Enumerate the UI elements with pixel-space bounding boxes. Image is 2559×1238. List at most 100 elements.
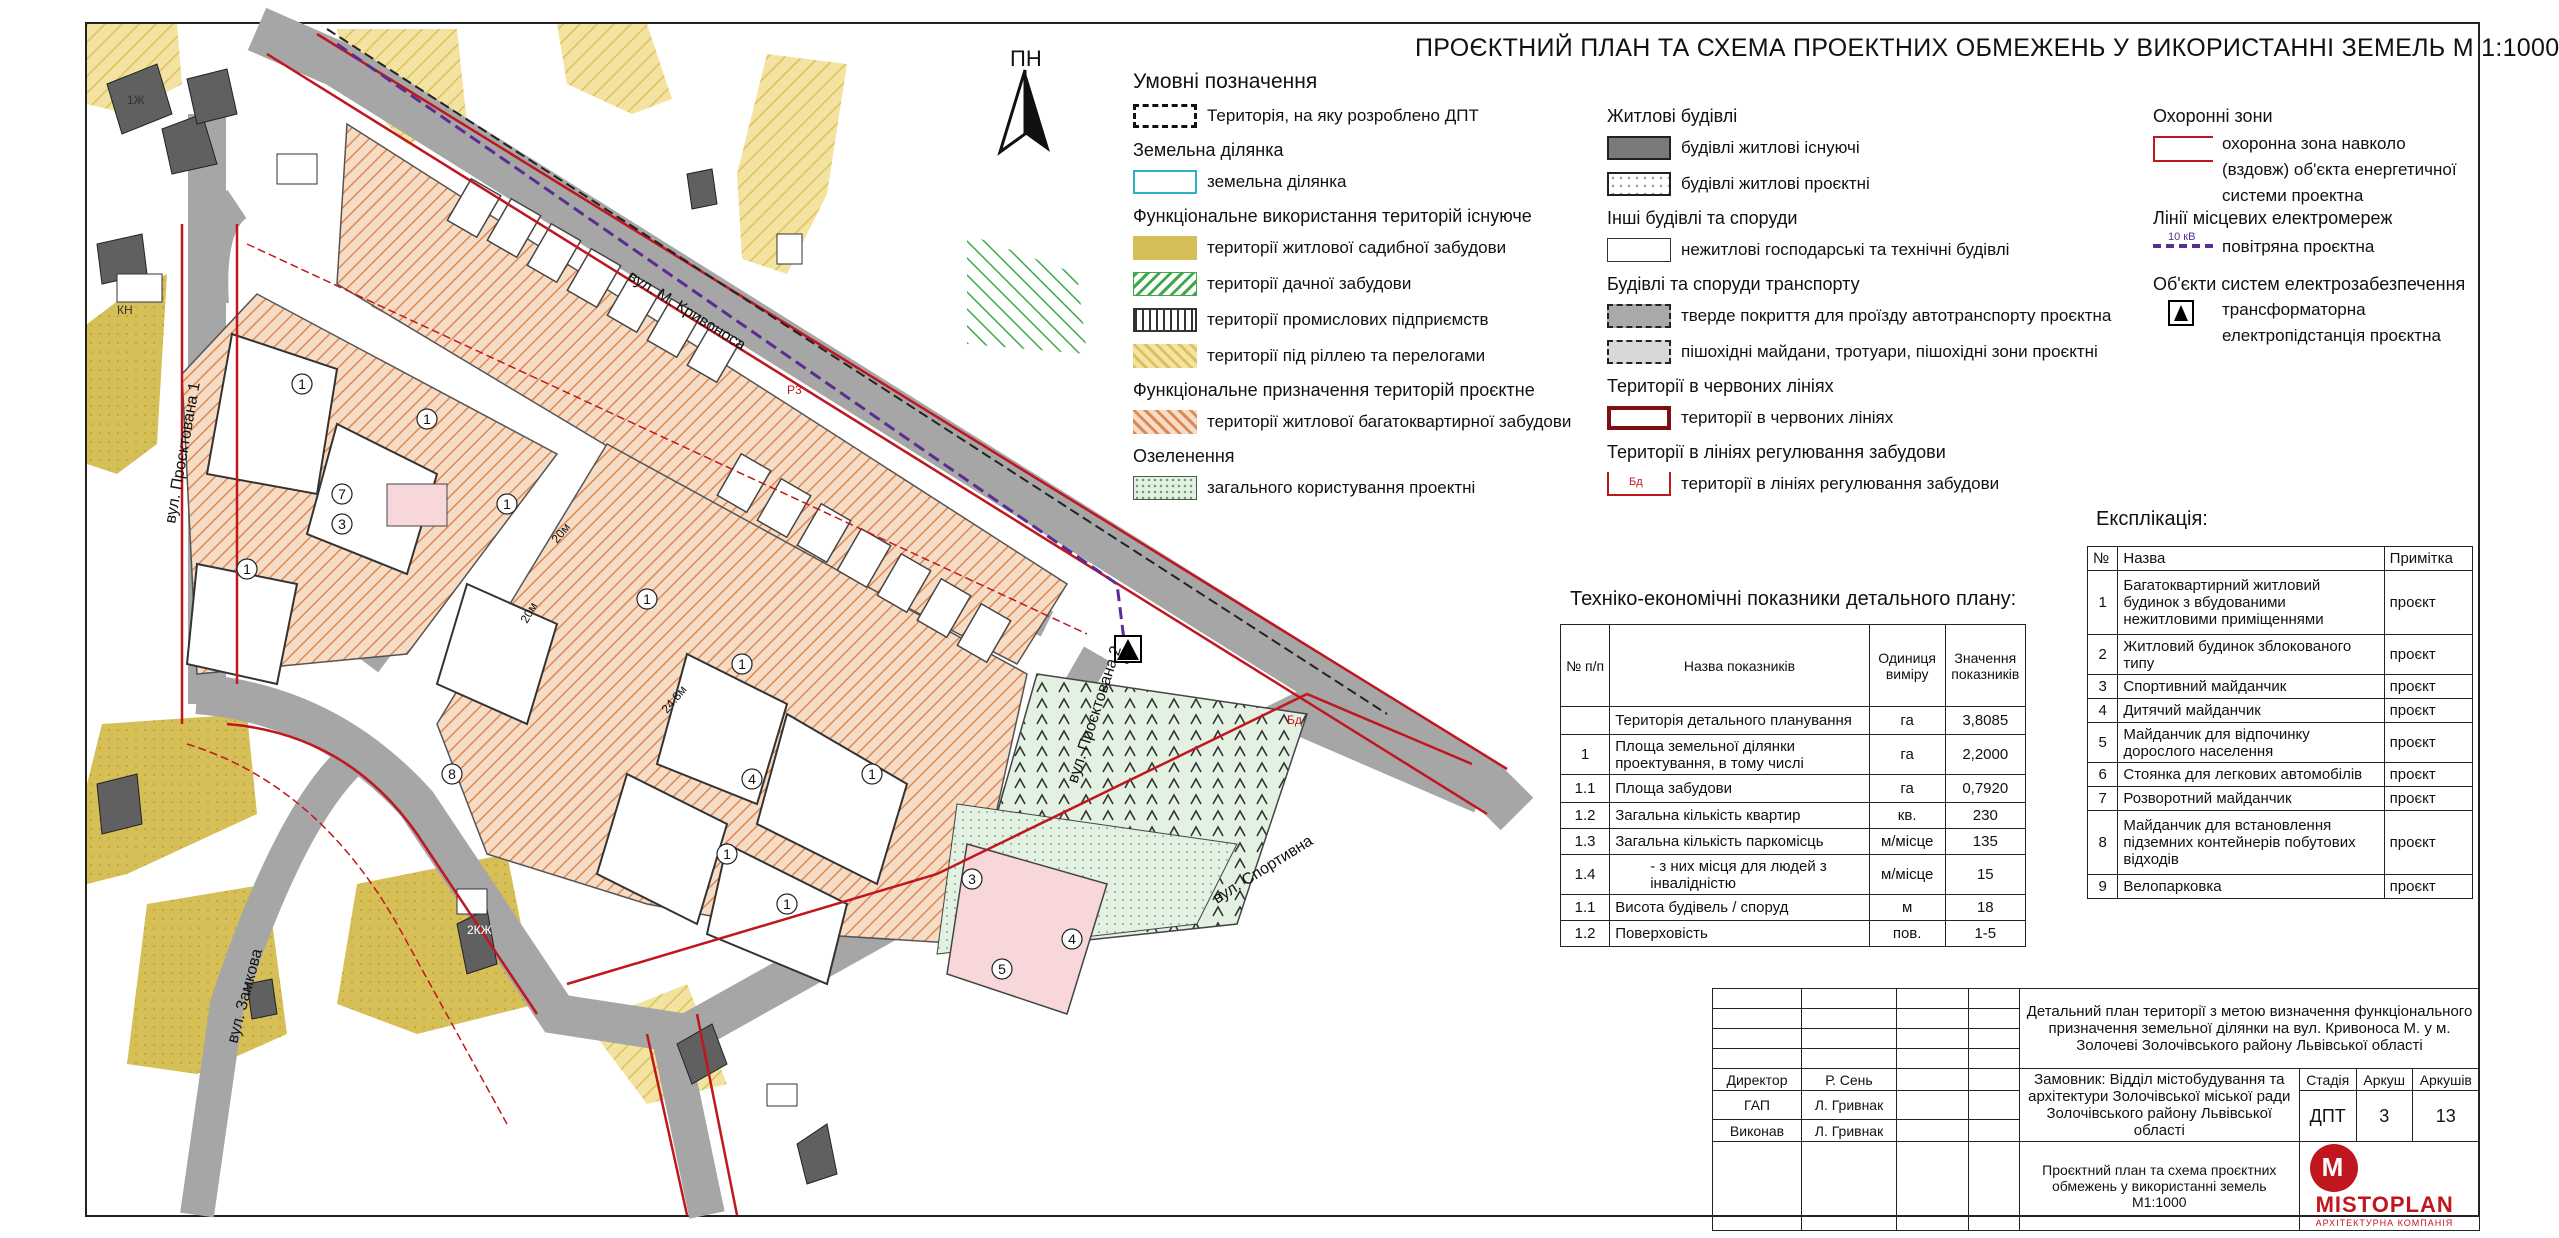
explication-cell: Майданчик для встановлення підземних кон… xyxy=(2117,810,2385,875)
svg-text:5: 5 xyxy=(998,961,1006,977)
svg-text:КН: КН xyxy=(117,303,133,317)
tek-cell: Площа забудови xyxy=(1609,774,1870,803)
explication-cell: 4 xyxy=(2086,698,2119,723)
road-south xyxy=(649,1020,725,1219)
explication-cell: Багатоквартирний житловий будинок з вбуд… xyxy=(2117,570,2385,635)
explication-cell: проєкт xyxy=(2383,722,2474,763)
explication-cell: проєкт xyxy=(2383,634,2474,675)
explication-cell: 9 xyxy=(2086,874,2119,899)
transformer-icon xyxy=(1114,635,1142,663)
tek-cell: Поверховість xyxy=(1609,920,1870,947)
tek-row: 1.4- з них місця для людей з інвалідніст… xyxy=(1559,854,2027,895)
tek-cell: 3,8085 xyxy=(1944,706,2027,735)
logo-subtext: АРХІТЕКТУРНА КОМПАНІЯ xyxy=(2315,1218,2454,1228)
tek-cell: га xyxy=(1868,774,1946,803)
explication-cell: проєкт xyxy=(2383,570,2474,635)
playground xyxy=(386,483,448,527)
road-curve xyxy=(194,189,248,306)
svg-text:1: 1 xyxy=(423,411,431,427)
explication-cell: Стоянка для легкових автомобілів xyxy=(2117,762,2385,787)
explication-cell: 1 xyxy=(2086,570,2119,635)
svg-text:1Ж: 1Ж xyxy=(127,93,145,107)
tek-cell: 18 xyxy=(1944,894,2027,921)
tek-cell: га xyxy=(1868,706,1946,735)
explication-cell: 5 xyxy=(2086,722,2119,763)
sports-ground xyxy=(946,843,1108,1015)
stage: ДПТ xyxy=(2298,1090,2357,1142)
tek-cell: 2,2000 xyxy=(1944,734,2027,775)
person: Л. Гривнак xyxy=(1801,1119,1897,1142)
explication-cell: Майданчик для відпочинку дорослого насел… xyxy=(2117,722,2385,763)
svg-text:Р3: Р3 xyxy=(787,383,802,397)
arable-area xyxy=(737,54,847,274)
tek-cell: Загальна кількість квартир xyxy=(1609,802,1870,829)
garden-area xyxy=(87,274,167,474)
arable-area xyxy=(557,24,672,114)
logo-text: MISTOPLAN xyxy=(2315,1192,2454,1217)
person: Л. Гривнак xyxy=(1801,1090,1897,1120)
tek-cell: Висота будівель / споруд xyxy=(1609,894,1870,921)
svg-text:1: 1 xyxy=(723,846,731,862)
svg-text:1: 1 xyxy=(643,591,651,607)
explication-cell: проєкт xyxy=(2383,762,2474,787)
tek-cell: 1.2 xyxy=(1559,802,1611,829)
road-sportyvna xyxy=(195,674,1490,1055)
stage-header: Стадія xyxy=(2298,1068,2357,1091)
sheet-header: Аркуш xyxy=(2355,1068,2413,1091)
mistoplan-logo-icon: М xyxy=(2309,1144,2358,1192)
role: Виконав xyxy=(1712,1119,1802,1142)
north-label: ПН xyxy=(1010,46,1042,71)
explication-cell: проєкт xyxy=(2383,698,2474,723)
project-title: Детальний план території з метою визначе… xyxy=(2019,988,2480,1069)
explication-cell: Житловий будинок зблокованого типу xyxy=(2117,634,2385,675)
tek-cell: - з них місця для людей з інвалідністю xyxy=(1609,854,1870,895)
drawing-frame xyxy=(85,22,2480,1217)
svg-text:Бд: Бд xyxy=(1287,713,1302,727)
tek-cell: га xyxy=(1868,734,1946,775)
tek-cell: 1.1 xyxy=(1559,894,1611,921)
svg-text:8: 8 xyxy=(448,766,456,782)
svg-text:3: 3 xyxy=(338,516,346,532)
tek-cell: 1 xyxy=(1559,734,1611,775)
tek-cell: 1.4 xyxy=(1559,854,1611,895)
explication-cell: Спортивний майданчик xyxy=(2117,674,2385,699)
explication-title: Експлікація: xyxy=(2096,508,2208,530)
explication-cell: 8 xyxy=(2086,810,2119,875)
explication-cell: 7 xyxy=(2086,786,2119,811)
svg-text:1: 1 xyxy=(298,376,306,392)
apartment-buildings xyxy=(185,332,909,986)
road-zamkova xyxy=(180,751,360,1218)
site-plan-map: 111 111 111 345 74 38 вул. М. Кривоноса … xyxy=(87,7,1534,1219)
tek-cell: пов. xyxy=(1868,920,1946,947)
tek-cell xyxy=(1559,706,1611,735)
tek-cell: кв. xyxy=(1868,802,1946,829)
tek-cell: м xyxy=(1868,894,1946,921)
tek-header: Назва показників xyxy=(1609,624,1870,707)
svg-text:1: 1 xyxy=(243,561,251,577)
tek-cell: 0,7920 xyxy=(1944,774,2027,803)
garden-area xyxy=(87,714,257,884)
role: ГАП xyxy=(1712,1090,1802,1120)
explication-markers: 111 111 111 345 74 38 xyxy=(236,373,1083,980)
regulation-lines xyxy=(186,243,1088,1125)
tek-cell: 1.2 xyxy=(1559,920,1611,947)
svg-text:1: 1 xyxy=(503,496,511,512)
tek-cell: Територія детального планування xyxy=(1609,706,1870,735)
tek-cell: м/місце xyxy=(1868,854,1946,895)
sheet-title: ПРОЄКТНИЙ ПЛАН ТА СХЕМА ПРОЕКТНИХ ОБМЕЖЕ… xyxy=(1415,34,2559,62)
svg-text:3: 3 xyxy=(968,871,976,887)
explication-header: Назва xyxy=(2117,546,2385,571)
